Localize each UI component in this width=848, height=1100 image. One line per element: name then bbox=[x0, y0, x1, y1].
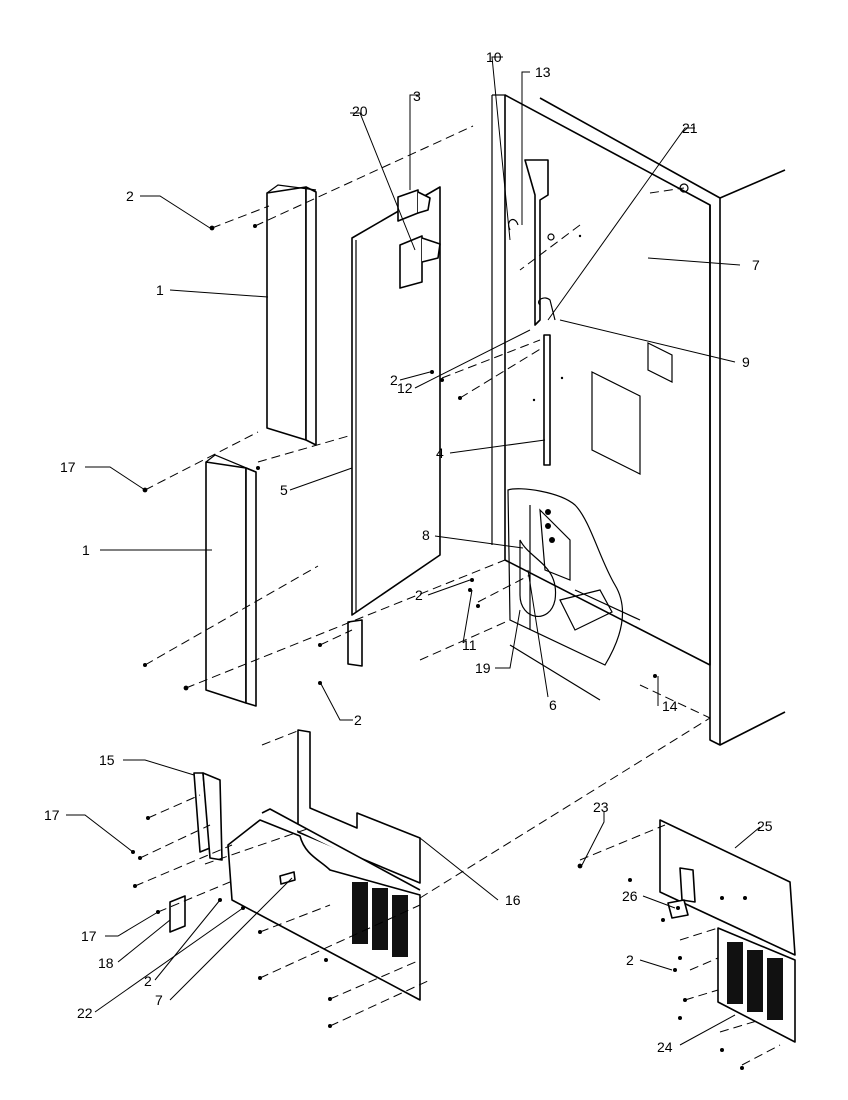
callout-20: 20 bbox=[352, 103, 368, 119]
access-panel-assembly bbox=[659, 819, 796, 1043]
callout-13: 13 bbox=[535, 64, 551, 80]
leader-lines bbox=[66, 56, 761, 1046]
callout-2: 2 bbox=[415, 587, 423, 603]
callout-2: 2 bbox=[144, 973, 152, 989]
fill-tube bbox=[508, 159, 556, 466]
callout-4: 4 bbox=[436, 445, 444, 461]
machine-compartment-cover bbox=[169, 729, 421, 1001]
callout-24: 24 bbox=[657, 1039, 673, 1055]
rear-panel-upper bbox=[266, 184, 317, 446]
callout-2: 2 bbox=[126, 188, 134, 204]
callout-15: 15 bbox=[99, 752, 115, 768]
alignment-lines bbox=[134, 125, 781, 1066]
callout-22: 22 bbox=[77, 1005, 93, 1021]
control-knob bbox=[399, 235, 441, 289]
callout-19: 19 bbox=[475, 660, 491, 676]
callout-5: 5 bbox=[280, 482, 288, 498]
callout-2: 2 bbox=[390, 372, 398, 388]
callout-17: 17 bbox=[44, 807, 60, 823]
callout-14: 14 bbox=[662, 698, 678, 714]
thermostat-knob bbox=[397, 189, 431, 222]
callout-12: 12 bbox=[397, 380, 413, 396]
callout-2: 2 bbox=[354, 712, 362, 728]
callout-17: 17 bbox=[60, 459, 76, 475]
callout-11: 11 bbox=[462, 637, 477, 653]
callout-26: 26 bbox=[622, 888, 638, 904]
rear-panel-lower bbox=[205, 454, 257, 707]
callout-8: 8 bbox=[422, 527, 430, 543]
duct-panel bbox=[347, 186, 441, 667]
cabinet bbox=[491, 94, 786, 746]
callout-21: 21 bbox=[682, 120, 698, 136]
callout-9: 9 bbox=[742, 354, 750, 370]
callout-18: 18 bbox=[98, 955, 114, 971]
callout-1: 1 bbox=[82, 542, 90, 558]
callout-1: 1 bbox=[156, 282, 164, 298]
callout-7: 7 bbox=[155, 992, 163, 1008]
callout-10: 10 bbox=[486, 49, 502, 65]
callout-25: 25 bbox=[757, 818, 773, 834]
callouts: 2 1 3 20 10 13 21 7 9 2 12 4 5 17 1 8 2 … bbox=[44, 49, 773, 1055]
callout-7: 7 bbox=[752, 257, 760, 273]
callout-16: 16 bbox=[505, 892, 521, 908]
callout-3: 3 bbox=[413, 88, 421, 104]
callout-17: 17 bbox=[81, 928, 97, 944]
callout-23: 23 bbox=[593, 799, 609, 815]
callout-6: 6 bbox=[549, 697, 557, 713]
callout-2: 2 bbox=[626, 952, 634, 968]
